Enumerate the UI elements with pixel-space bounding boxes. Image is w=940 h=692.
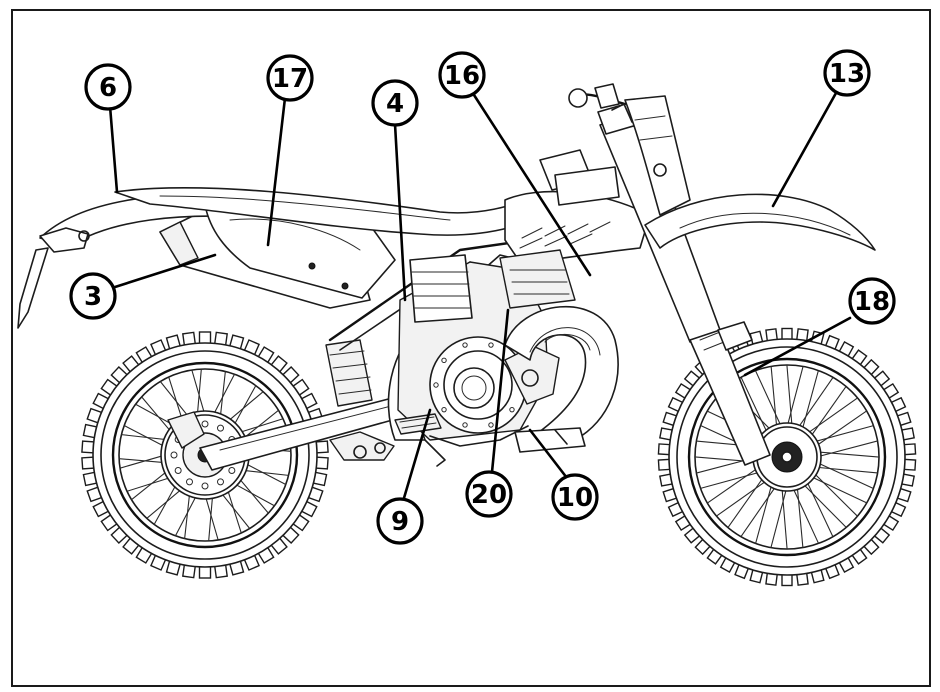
callout-20: 20 (465, 470, 513, 518)
disc-hole (201, 420, 209, 428)
disc-hole (509, 406, 515, 413)
radiator-shroud (499, 149, 651, 309)
leader-16 (472, 93, 592, 277)
brake-pedal (424, 439, 446, 467)
svg-text:20: 20 (471, 480, 507, 510)
leader-20 (490, 308, 510, 474)
disc-hole (217, 478, 224, 486)
svg-text:10: 10 (557, 483, 593, 513)
svg-text:17: 17 (272, 64, 308, 94)
callout-17: 17 (266, 54, 314, 102)
leader-13 (771, 91, 838, 208)
svg-text:4: 4 (386, 89, 404, 119)
callout-10: 10 (551, 473, 599, 521)
svg-text:13: 13 (829, 59, 865, 89)
svg-text:16: 16 (444, 61, 480, 91)
callout-leaders (108, 91, 852, 500)
disc-hole (433, 382, 439, 388)
svg-text:6: 6 (99, 73, 117, 103)
callout-18: 18 (848, 277, 896, 325)
footpeg (394, 413, 442, 435)
disc-hole (228, 467, 236, 474)
callout-16: 16 (438, 51, 486, 99)
callout-4: 4 (371, 79, 419, 127)
disc-hole (488, 342, 494, 348)
disc-hole (170, 451, 178, 459)
disc-hole (217, 424, 224, 432)
swingarm (199, 395, 415, 471)
callouts: 6 17 4 16 13 3 18 9 (69, 49, 896, 545)
disc-hole (186, 478, 193, 486)
handlebar (568, 83, 633, 123)
leader-3 (113, 253, 217, 289)
callout-9: 9 (376, 497, 424, 545)
cylinder (409, 254, 473, 323)
disc-hole (201, 482, 209, 490)
leader-6 (108, 104, 119, 194)
front-fender (644, 193, 876, 251)
callout-6: 6 (84, 63, 132, 111)
disc-hole (462, 342, 468, 348)
svg-text:3: 3 (84, 282, 102, 312)
leader-4 (393, 122, 407, 302)
rear-mudflap (17, 247, 49, 329)
headlight-mask (624, 95, 691, 216)
figure-frame (11, 9, 931, 687)
disc-hole (441, 406, 447, 413)
leader-10 (528, 428, 569, 480)
callout-3: 3 (69, 272, 117, 320)
leader-17 (266, 96, 287, 247)
disc-hole (441, 357, 447, 364)
svg-text:9: 9 (391, 507, 409, 537)
leader-18 (743, 316, 852, 377)
svg-text:18: 18 (854, 287, 890, 317)
disc-hole (174, 467, 182, 474)
rear-shock (325, 339, 373, 407)
leader-9 (402, 408, 432, 500)
callout-13: 13 (823, 49, 871, 97)
front-wheel (657, 327, 917, 587)
disc-hole (462, 422, 468, 428)
disc-hole (488, 422, 494, 428)
